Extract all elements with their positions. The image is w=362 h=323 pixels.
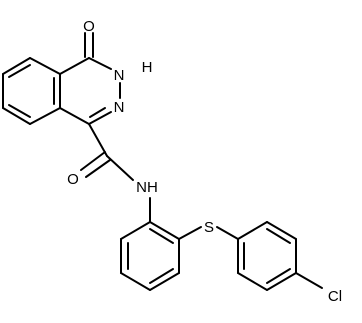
bond-lines bbox=[2, 32, 323, 291]
carbonyl-double-bond bbox=[85, 159, 111, 178]
bond bbox=[216, 226, 239, 240]
bond bbox=[266, 272, 297, 291]
double-bond-inner bbox=[8, 64, 31, 78]
bond bbox=[120, 272, 151, 291]
double-bond-inner bbox=[149, 268, 174, 284]
double-bond-inner bbox=[266, 268, 291, 284]
bond bbox=[237, 272, 268, 291]
atom-label-amide-nh: NH bbox=[136, 179, 158, 196]
atom-label-oxo-oxygen: O bbox=[83, 18, 95, 35]
bond bbox=[88, 111, 112, 125]
atom-label-sulfur: S bbox=[204, 219, 214, 236]
bond bbox=[88, 57, 112, 70]
double-bond-inner bbox=[8, 104, 31, 118]
bond bbox=[29, 107, 61, 125]
double-bond-inner bbox=[149, 228, 174, 244]
bond bbox=[2, 107, 31, 125]
bond bbox=[149, 221, 180, 240]
bond bbox=[149, 272, 180, 291]
bond bbox=[237, 221, 268, 240]
bond bbox=[120, 221, 151, 240]
double-bond-inner bbox=[89, 107, 106, 118]
benzo-ring bbox=[2, 57, 61, 125]
bond bbox=[59, 57, 90, 75]
bond bbox=[29, 57, 61, 75]
amide-group bbox=[80, 123, 151, 223]
atom-label-ring-n: N bbox=[114, 99, 125, 116]
phenyl-ring-central bbox=[120, 221, 180, 291]
bond bbox=[178, 226, 202, 240]
atom-labels: O H N N O NH S Cl bbox=[67, 18, 342, 305]
double-bond-inner bbox=[266, 228, 291, 244]
atom-label-lactam-h: H bbox=[142, 59, 153, 76]
atom-label-chlorine: Cl bbox=[328, 288, 342, 305]
atom-label-lactam-n: N bbox=[114, 67, 125, 84]
thioether-link bbox=[178, 226, 239, 240]
carbonyl-double-bond bbox=[80, 151, 106, 171]
bond bbox=[106, 155, 134, 181]
bond bbox=[88, 123, 108, 157]
atom-label-amide-oxygen: O bbox=[67, 171, 79, 188]
bond bbox=[2, 57, 31, 75]
bond bbox=[59, 107, 90, 125]
bond bbox=[266, 221, 297, 240]
bond bbox=[295, 272, 323, 289]
pyridazinone-ring bbox=[59, 32, 121, 125]
chlorophenyl-ring bbox=[237, 221, 323, 291]
